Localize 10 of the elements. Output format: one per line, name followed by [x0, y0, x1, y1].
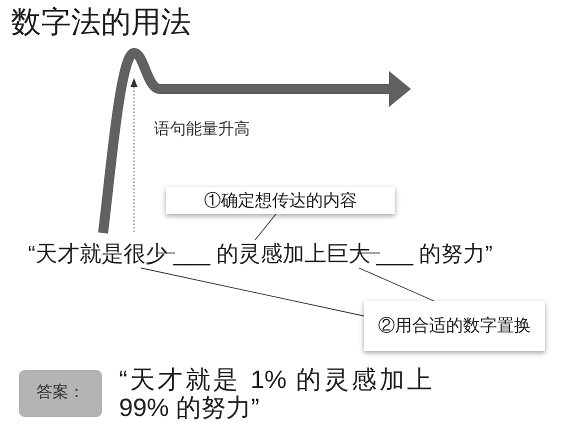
arrow-label: 语句能量升高 — [154, 121, 250, 140]
leader-line — [358, 268, 434, 302]
callout-box: ②用合适的数字置换 — [364, 301, 545, 351]
quote-sentence: “天才就是很少 ___ 的灵感加上巨大 ___ 的努力” — [28, 240, 493, 268]
leader-line — [254, 214, 276, 240]
callout-box: ①确定想传达的内容 — [166, 187, 395, 214]
leader-line — [140, 268, 364, 316]
title: 数字法的用法 — [11, 6, 191, 40]
answer-badge: 答案： — [19, 370, 102, 417]
answer-text: “天才就是 1% 的灵感加上99% 的努力” — [119, 366, 432, 422]
